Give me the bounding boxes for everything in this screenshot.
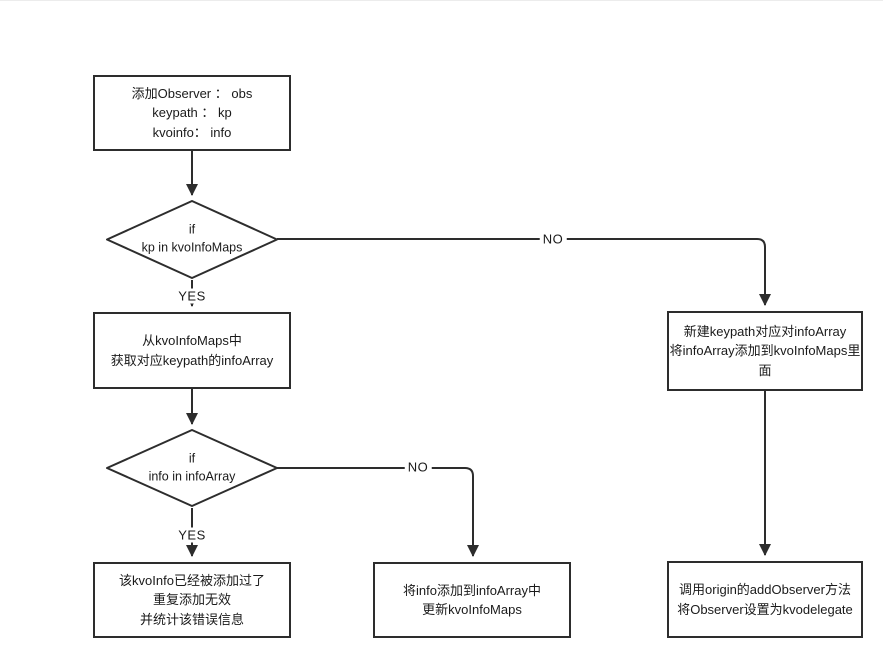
node-line: kvoinfo： info [152, 124, 232, 140]
edge-decision1-no [277, 238, 771, 306]
edge-decision2-no [277, 467, 479, 557]
node-line: 添加Observer ： obs [131, 85, 253, 101]
duplicate-error-node: 该kvoInfo已经被添加过了 重复添加无效 并统计该错误信息 [93, 562, 291, 638]
decision-info-in-array-diamond [106, 429, 278, 507]
node-line: 新建keypath对应对infoArray [683, 323, 847, 339]
decision2-no-label: NO [404, 459, 432, 475]
node-line: 将Observer设置为kvodelegate [677, 601, 853, 617]
node-line: 将infoArray添加到kvoInfoMaps里 [669, 343, 861, 359]
node-line: 将info添加到infoArray中 [403, 582, 541, 598]
node-line: 调用origin的addObserver方法 [679, 582, 851, 597]
node-line: 并统计该错误信息 [139, 611, 244, 627]
node-line: 重复添加无效 [152, 592, 231, 608]
call-origin-node: 调用origin的addObserver方法 将Observer设置为kvode… [667, 561, 863, 638]
decision1-yes-label: YES [175, 288, 209, 304]
decision-kp-in-maps-diamond [106, 200, 278, 279]
get-info-array-node: 从kvoInfoMaps中 获取对应keypath的infoArray [93, 312, 291, 389]
node-line: 该kvoInfo已经被添加过了 [119, 572, 265, 588]
start-node: 添加Observer ： obs keypath ： kp kvoinfo： i… [93, 75, 291, 151]
new-keypath-array-node: 新建keypath对应对infoArray 将infoArray添加到kvoIn… [667, 311, 863, 391]
node-line: 从kvoInfoMaps中 [142, 333, 242, 348]
decision2-yes-label: YES [175, 527, 209, 543]
node-line: 面 [758, 362, 772, 378]
node-line: keypath ： kp [152, 105, 232, 121]
node-line: 获取对应keypath的infoArray [110, 352, 274, 368]
node-line: 更新kvoInfoMaps [422, 602, 522, 617]
append-info-node: 将info添加到infoArray中 更新kvoInfoMaps [373, 562, 571, 638]
decision1-no-label: NO [539, 231, 567, 247]
